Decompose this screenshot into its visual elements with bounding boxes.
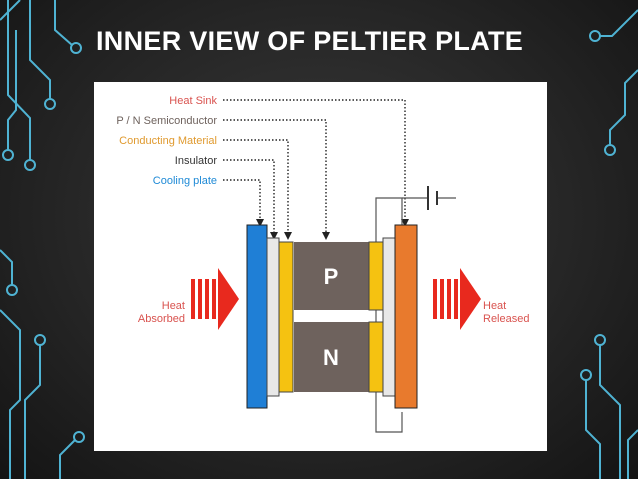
- conducting-material-p-right: [368, 241, 384, 311]
- label-heat-sink: Heat Sink: [169, 95, 217, 107]
- circuit-nodes: [2, 30, 616, 443]
- heat-absorbed-line2: Absorbed: [138, 313, 185, 325]
- external-circuit: [375, 197, 456, 433]
- heat-absorbed-line1: Heat: [162, 300, 185, 312]
- label-conducting-material: Conducting Material: [119, 135, 217, 147]
- leader-cooling-plate: [223, 179, 264, 227]
- slide-title: INNER VIEW OF PELTIER PLATE: [96, 26, 524, 56]
- peltier-diagram: Heat Sink P / N Semiconductor Conducting…: [116, 95, 529, 433]
- conducting-material-n-right: [368, 321, 384, 393]
- label-cooling-plate: Cooling plate: [153, 175, 217, 187]
- heat-released-arrow-icon: [433, 268, 481, 330]
- heat-sink: [394, 224, 418, 409]
- semiconductor-p: [294, 242, 369, 310]
- heat-released-line2: Released: [483, 313, 529, 325]
- semiconductor-p-label: P: [324, 264, 339, 289]
- leader-insulator: [223, 159, 278, 240]
- diagram-panel: Heat Sink P / N Semiconductor Conducting…: [94, 82, 547, 451]
- leader-semiconductor: [223, 119, 330, 240]
- label-semiconductor: P / N Semiconductor: [116, 115, 217, 127]
- leader-conducting-material: [223, 139, 292, 240]
- insulator-left: [266, 237, 280, 397]
- insulator-right: [382, 237, 396, 397]
- label-insulator: Insulator: [175, 155, 218, 167]
- semiconductor-n-label: N: [323, 345, 339, 370]
- heat-released-line1: Heat: [483, 300, 506, 312]
- leader-heat-sink: [223, 99, 409, 227]
- heat-absorbed-arrow-icon: [191, 268, 239, 330]
- cooling-plate: [246, 224, 268, 409]
- semiconductor-n: [294, 322, 369, 392]
- battery-icon: [427, 186, 438, 210]
- conducting-material-left: [278, 241, 294, 393]
